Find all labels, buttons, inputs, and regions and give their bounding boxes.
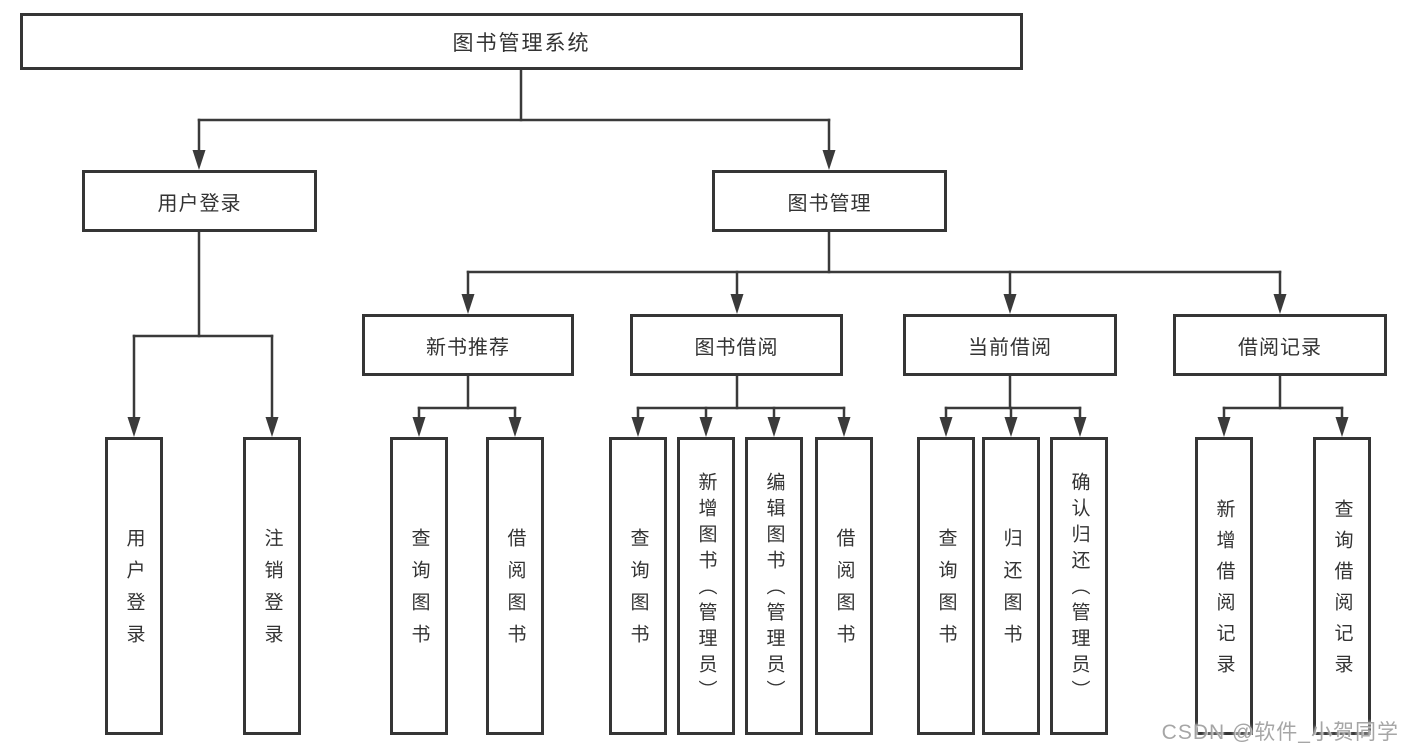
leaf-label: 借阅图书 bbox=[504, 528, 526, 656]
leaf-label: 归还图书 bbox=[1000, 528, 1022, 656]
leaf-label: 确认归还（管理员） bbox=[1068, 472, 1090, 706]
leaf-query-books-current: 查询图书 bbox=[917, 437, 975, 735]
node-user-login: 用户登录 bbox=[82, 170, 317, 232]
leaf-add-borrow-record: 新增借阅记录 bbox=[1195, 437, 1253, 735]
leaf-label: 用户登录 bbox=[123, 528, 145, 656]
leaf-confirm-return-admin: 确认归还（管理员） bbox=[1050, 437, 1108, 735]
leaf-label: 注销登录 bbox=[261, 528, 283, 656]
leaf-borrow-books-borrow: 借阅图书 bbox=[815, 437, 873, 735]
node-label: 当前借阅 bbox=[968, 336, 1052, 359]
watermark: CSDN @软件_小贺同学 bbox=[1161, 721, 1399, 744]
leaf-label: 新增借阅记录 bbox=[1213, 499, 1235, 685]
leaf-user-login: 用户登录 bbox=[105, 437, 163, 735]
leaf-logout: 注销登录 bbox=[243, 437, 301, 735]
node-root: 图书管理系统 bbox=[20, 13, 1023, 70]
node-borrow-records: 借阅记录 bbox=[1173, 314, 1387, 376]
leaf-label: 查询图书 bbox=[935, 528, 957, 656]
node-root-label: 图书管理系统 bbox=[452, 31, 591, 55]
node-book-borrow: 图书借阅 bbox=[630, 314, 843, 376]
node-current-borrow: 当前借阅 bbox=[903, 314, 1117, 376]
node-label: 图书借阅 bbox=[694, 336, 779, 359]
node-label: 用户登录 bbox=[157, 192, 242, 215]
leaf-label: 借阅图书 bbox=[833, 528, 855, 656]
node-new-book-recommend: 新书推荐 bbox=[362, 314, 574, 376]
leaf-query-books-recommend: 查询图书 bbox=[390, 437, 448, 735]
node-label: 借阅记录 bbox=[1238, 336, 1322, 359]
leaf-query-books-borrow: 查询图书 bbox=[609, 437, 667, 735]
leaf-query-borrow-record: 查询借阅记录 bbox=[1313, 437, 1371, 735]
leaf-label: 查询图书 bbox=[627, 528, 649, 656]
leaf-add-book-admin: 新增图书（管理员） bbox=[677, 437, 735, 735]
node-label: 图书管理 bbox=[787, 192, 872, 215]
node-label: 新书推荐 bbox=[426, 336, 510, 359]
leaf-label: 查询借阅记录 bbox=[1331, 499, 1353, 685]
leaf-return-books: 归还图书 bbox=[982, 437, 1040, 735]
leaf-label: 查询图书 bbox=[408, 528, 430, 656]
node-book-management: 图书管理 bbox=[712, 170, 947, 232]
leaf-label: 编辑图书（管理员） bbox=[763, 472, 785, 706]
leaf-borrow-books-recommend: 借阅图书 bbox=[486, 437, 544, 735]
leaf-edit-book-admin: 编辑图书（管理员） bbox=[745, 437, 803, 735]
leaf-label: 新增图书（管理员） bbox=[695, 472, 717, 706]
